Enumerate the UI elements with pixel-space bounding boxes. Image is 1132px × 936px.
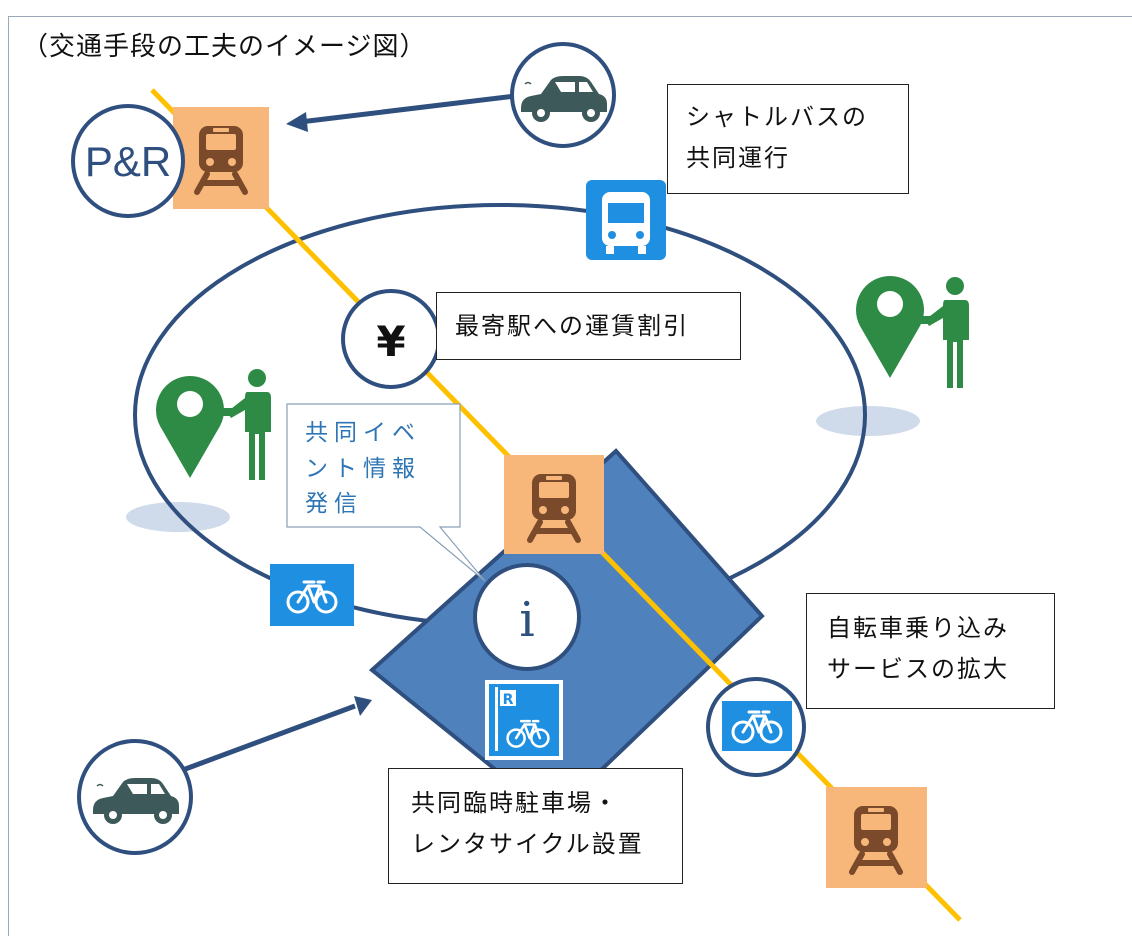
station-top (173, 107, 269, 209)
map-pin-right (856, 276, 924, 378)
page-title: （交通手段の工夫のイメージ図） (22, 32, 427, 62)
event-info-label: 共同イベ ント情報 発信 (305, 416, 455, 523)
park-and-ride-badge: P&R (71, 104, 185, 218)
event-callout-bubble (286, 403, 486, 582)
info-badge: i (473, 563, 581, 671)
diagram-frame (8, 16, 1132, 936)
bicycle-service-line1: 自転車乗り込み (827, 614, 1009, 642)
event-info-line3: 発信 (305, 491, 363, 518)
car-icon-bottom (77, 739, 193, 855)
person-icon-left (223, 369, 271, 480)
bicycle-service-label: 自転車乗り込み サービスの拡大 (806, 593, 1055, 709)
event-info-line2: ント情報 (305, 455, 421, 482)
shuttle-bus-line1: シャトルバスの (686, 103, 868, 131)
bicycle-service-badge (706, 677, 806, 777)
car-icon-top (510, 42, 616, 148)
bus-icon (586, 180, 666, 260)
arrow-car-to-station (286, 93, 516, 132)
event-info-line1: 共同イベ (305, 420, 421, 446)
rental-cycle-sign: R (485, 680, 563, 760)
shadow-right (816, 406, 920, 436)
parking-label: 共同臨時駐車場・ レンタサイクル設置 (388, 768, 683, 884)
info-icon: i (519, 592, 534, 648)
parking-line1: 共同臨時駐車場・ (411, 789, 619, 817)
bicycle-icon-left (270, 564, 354, 626)
yen-icon: ¥ (376, 317, 405, 366)
fare-discount-text: 最寄駅への運賃割引 (455, 312, 689, 340)
arrow-car-to-parking (179, 696, 372, 774)
person-icon-right (921, 277, 969, 388)
parking-badge-icon: R (503, 692, 514, 708)
shuttle-bus-label: シャトルバスの 共同運行 (667, 84, 909, 194)
bicycle-service-line2: サービスの拡大 (827, 654, 1009, 683)
station-bottom (826, 787, 927, 888)
shuttle-bus-line2: 共同運行 (686, 143, 790, 172)
fare-discount-label: 最寄駅への運賃割引 (436, 292, 741, 360)
fare-discount-badge: ¥ (341, 289, 441, 389)
map-pin-left (156, 376, 224, 478)
shadow-left (126, 502, 230, 532)
parking-line2: レンタサイクル設置 (411, 829, 644, 858)
park-and-ride-label: P&R (85, 138, 171, 185)
station-middle (504, 455, 604, 554)
